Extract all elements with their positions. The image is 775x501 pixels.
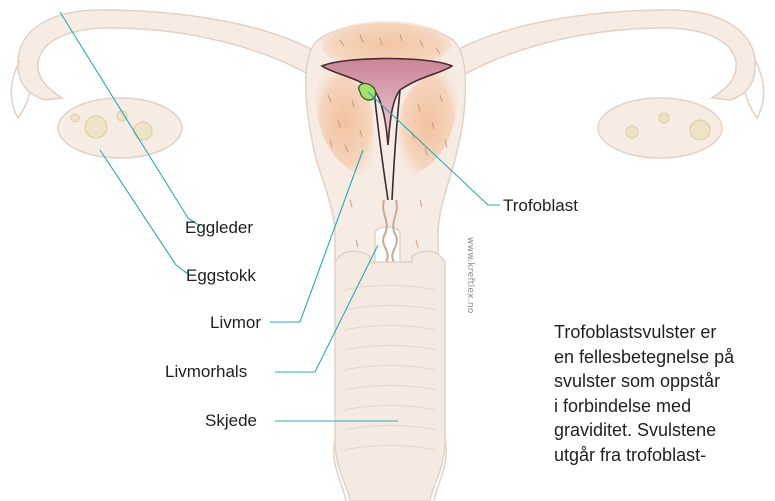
leader-eggstokk [100,150,188,274]
right-follicle-3 [690,120,710,140]
right-follicle-1 [626,126,638,138]
label-skjede: Skjede [205,411,257,431]
label-livmor: Livmor [210,313,261,333]
description-line: i forbindelse med [554,394,769,419]
left-ovary [58,98,182,158]
watermark: www.kreftlex.no [465,237,475,314]
left-follicle-4 [71,114,79,122]
label-eggstokk: Eggstokk [186,266,256,286]
label-trofoblast: Trofoblast [503,196,578,216]
description-text: Trofoblastsvulster er en fellesbetegnels… [554,320,769,467]
left-follicle-2 [134,122,152,140]
description-line: en fellesbetegnelse på [554,345,769,370]
label-livmorhals: Livmorhals [165,362,247,382]
description-line: Trofoblastsvulster er [554,320,769,345]
description-line: utgår fra trofoblast- [554,443,769,468]
label-eggleder: Eggleder [185,218,253,238]
description-line: svulster som oppstår [554,369,769,394]
right-follicle-2 [659,113,669,123]
left-fallopian-tube [18,10,330,100]
left-follicle-1 [85,116,107,138]
description-line: graviditet. Svulstene [554,418,769,443]
right-fallopian-tube [440,10,755,100]
